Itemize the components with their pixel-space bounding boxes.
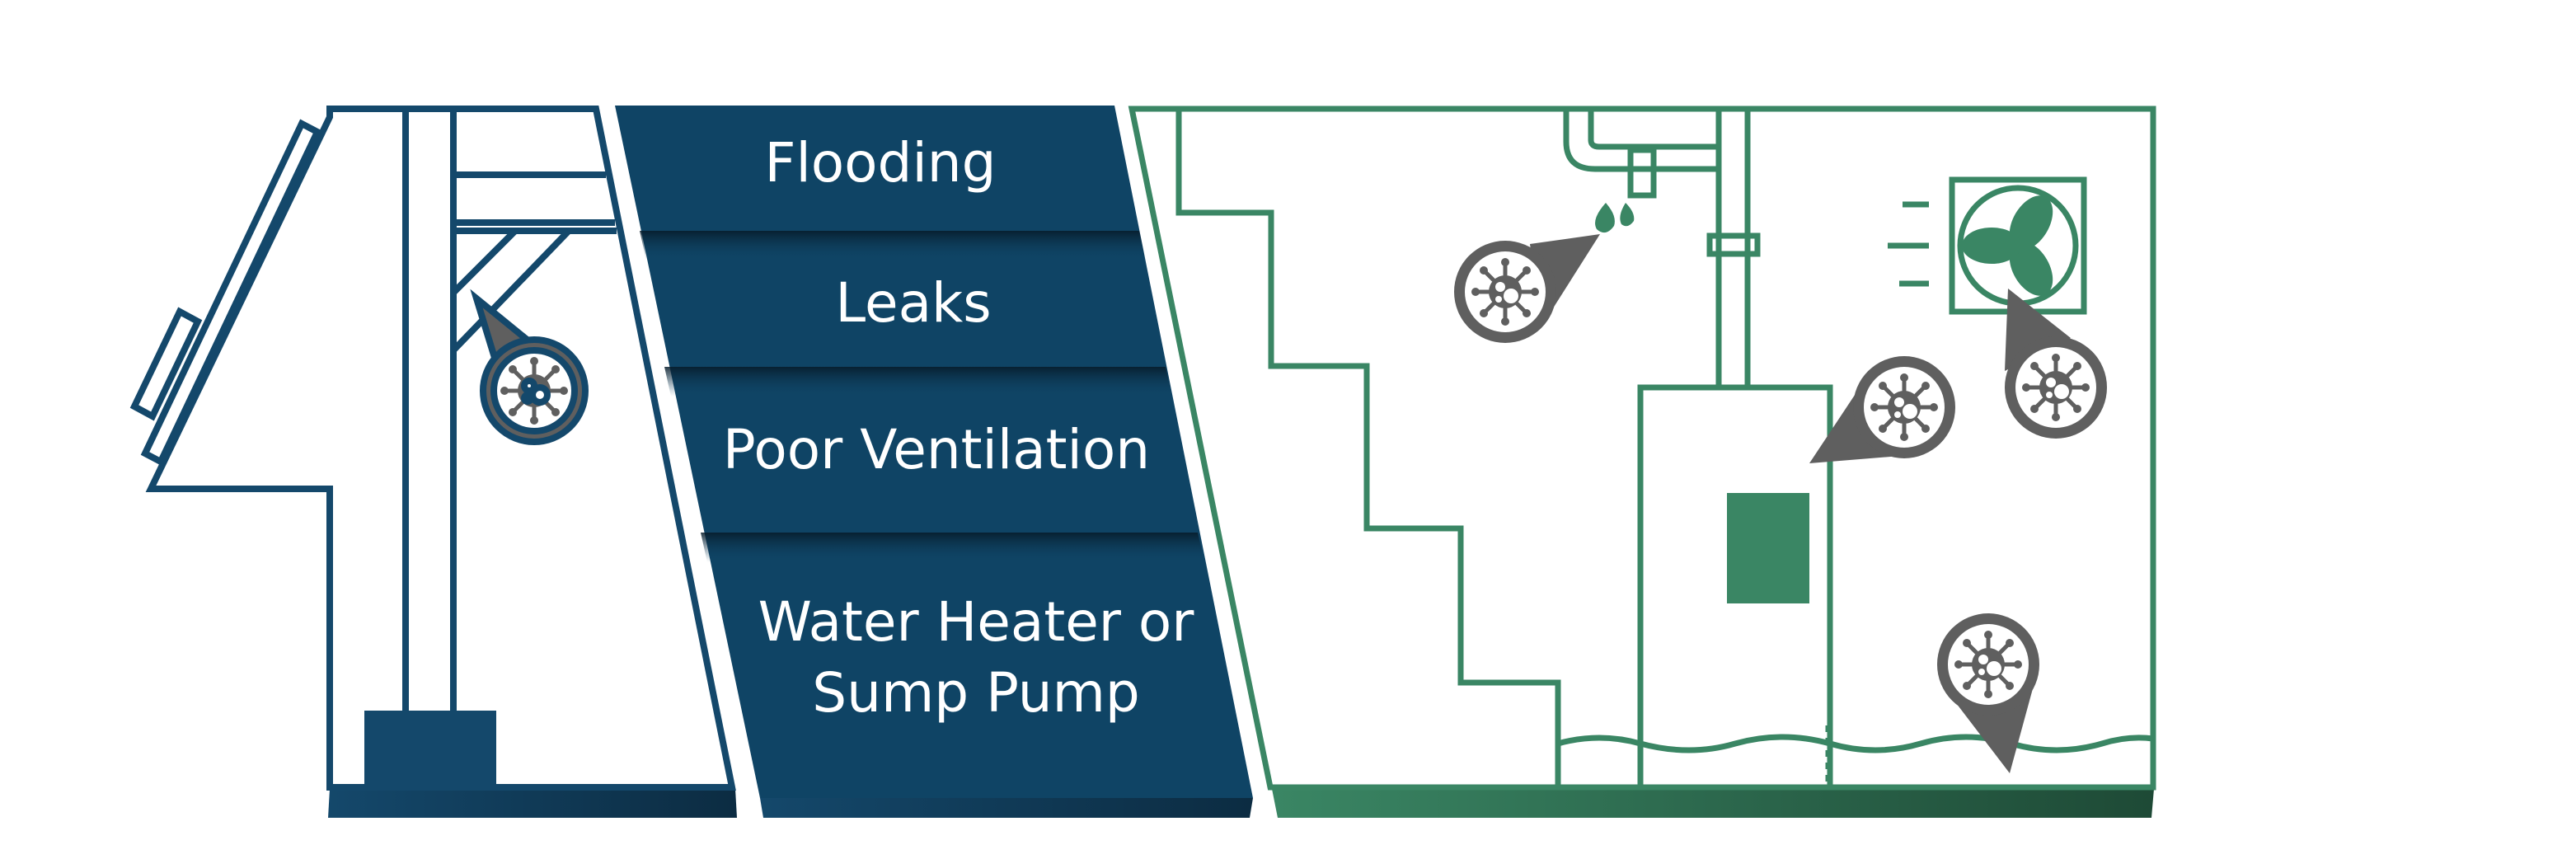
banner-panel (615, 106, 1253, 798)
water-heater (1637, 109, 1833, 791)
water-heater-tank (1637, 384, 1833, 791)
navy-basement-section (129, 106, 737, 818)
foundation-wall (145, 106, 736, 791)
basement-window-frame (140, 119, 322, 467)
band-divider-2 (664, 367, 1172, 397)
banner-base (760, 798, 1253, 818)
left-ground-slab (328, 789, 737, 818)
mold-spore-pin-icon (1937, 613, 2039, 773)
flood-water-line (1557, 734, 2154, 753)
cause-label-4-line-1: Water Heater or (758, 590, 1195, 654)
mold-spore-pin-icon (1454, 234, 1600, 343)
pipe-coupling (1706, 232, 1761, 257)
right-basement-outline (1128, 106, 2156, 791)
band-divider-3 (701, 533, 1204, 562)
cause-label-3: Poor Ventilation (723, 418, 1150, 481)
basement-stairs (1175, 109, 1561, 787)
window-latch (129, 307, 203, 421)
water-heater-panel (1727, 493, 1809, 603)
pipe-valve (1627, 147, 1657, 199)
joist-brace-b (451, 228, 571, 353)
water-drip-icon (1595, 203, 1635, 233)
cause-label-4-line-2: Sump Pump (812, 661, 1140, 725)
mold-spore-pin-icon (2005, 289, 2107, 439)
mold-spore-pin-icon (1809, 356, 1955, 463)
leaking-pipe (1563, 109, 1719, 233)
green-basement-section (1128, 106, 2156, 818)
exhaust-fan-icon (1888, 176, 2087, 315)
cause-label-2: Leaks (835, 271, 991, 335)
right-ground-slab (1272, 789, 2154, 818)
cause-label-1: Flooding (764, 131, 996, 195)
band-divider-1 (640, 231, 1146, 261)
joist-brace-a (451, 228, 518, 295)
sump-base-block (364, 711, 496, 789)
mold-spore-pin-icon (470, 289, 585, 442)
